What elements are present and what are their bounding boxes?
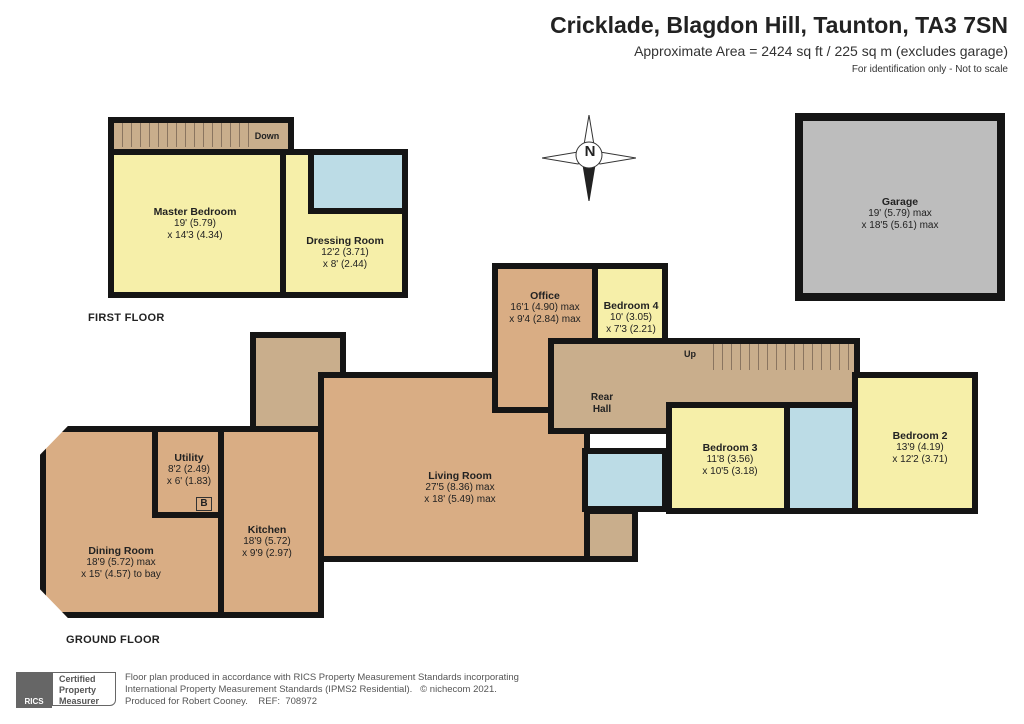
boiler-label: B xyxy=(196,497,212,511)
garage xyxy=(795,113,1005,301)
compass-label: N xyxy=(584,143,596,160)
first-floor-label: FIRST FLOOR xyxy=(88,312,165,324)
area-text: Approximate Area = 2424 sq ft / 225 sq m… xyxy=(634,43,1008,59)
scale-note: For identification only - Not to scale xyxy=(851,64,1008,75)
compass-icon xyxy=(542,115,636,201)
stairs-up-label: Up xyxy=(684,349,696,359)
ground-floor-label: GROUND FLOOR xyxy=(66,634,161,646)
kitchen xyxy=(218,426,324,618)
rics-logo: RICS xyxy=(16,672,52,708)
cloakroom xyxy=(582,448,668,512)
stairs-down-label: Down xyxy=(254,131,280,141)
entrance xyxy=(584,508,638,562)
bathroom xyxy=(784,402,858,514)
bedroom-2 xyxy=(852,372,978,514)
stairs-up xyxy=(705,344,853,370)
first-floor-ensuite xyxy=(308,149,408,214)
property-title: Cricklade, Blagdon Hill, Taunton, TA3 7S… xyxy=(550,12,1008,38)
header: Cricklade, Blagdon Hill, Taunton, TA3 7S… xyxy=(550,12,1008,75)
utility xyxy=(152,426,224,518)
footer-text: Floor plan produced in accordance with R… xyxy=(125,672,519,707)
stairs-down xyxy=(114,123,254,147)
